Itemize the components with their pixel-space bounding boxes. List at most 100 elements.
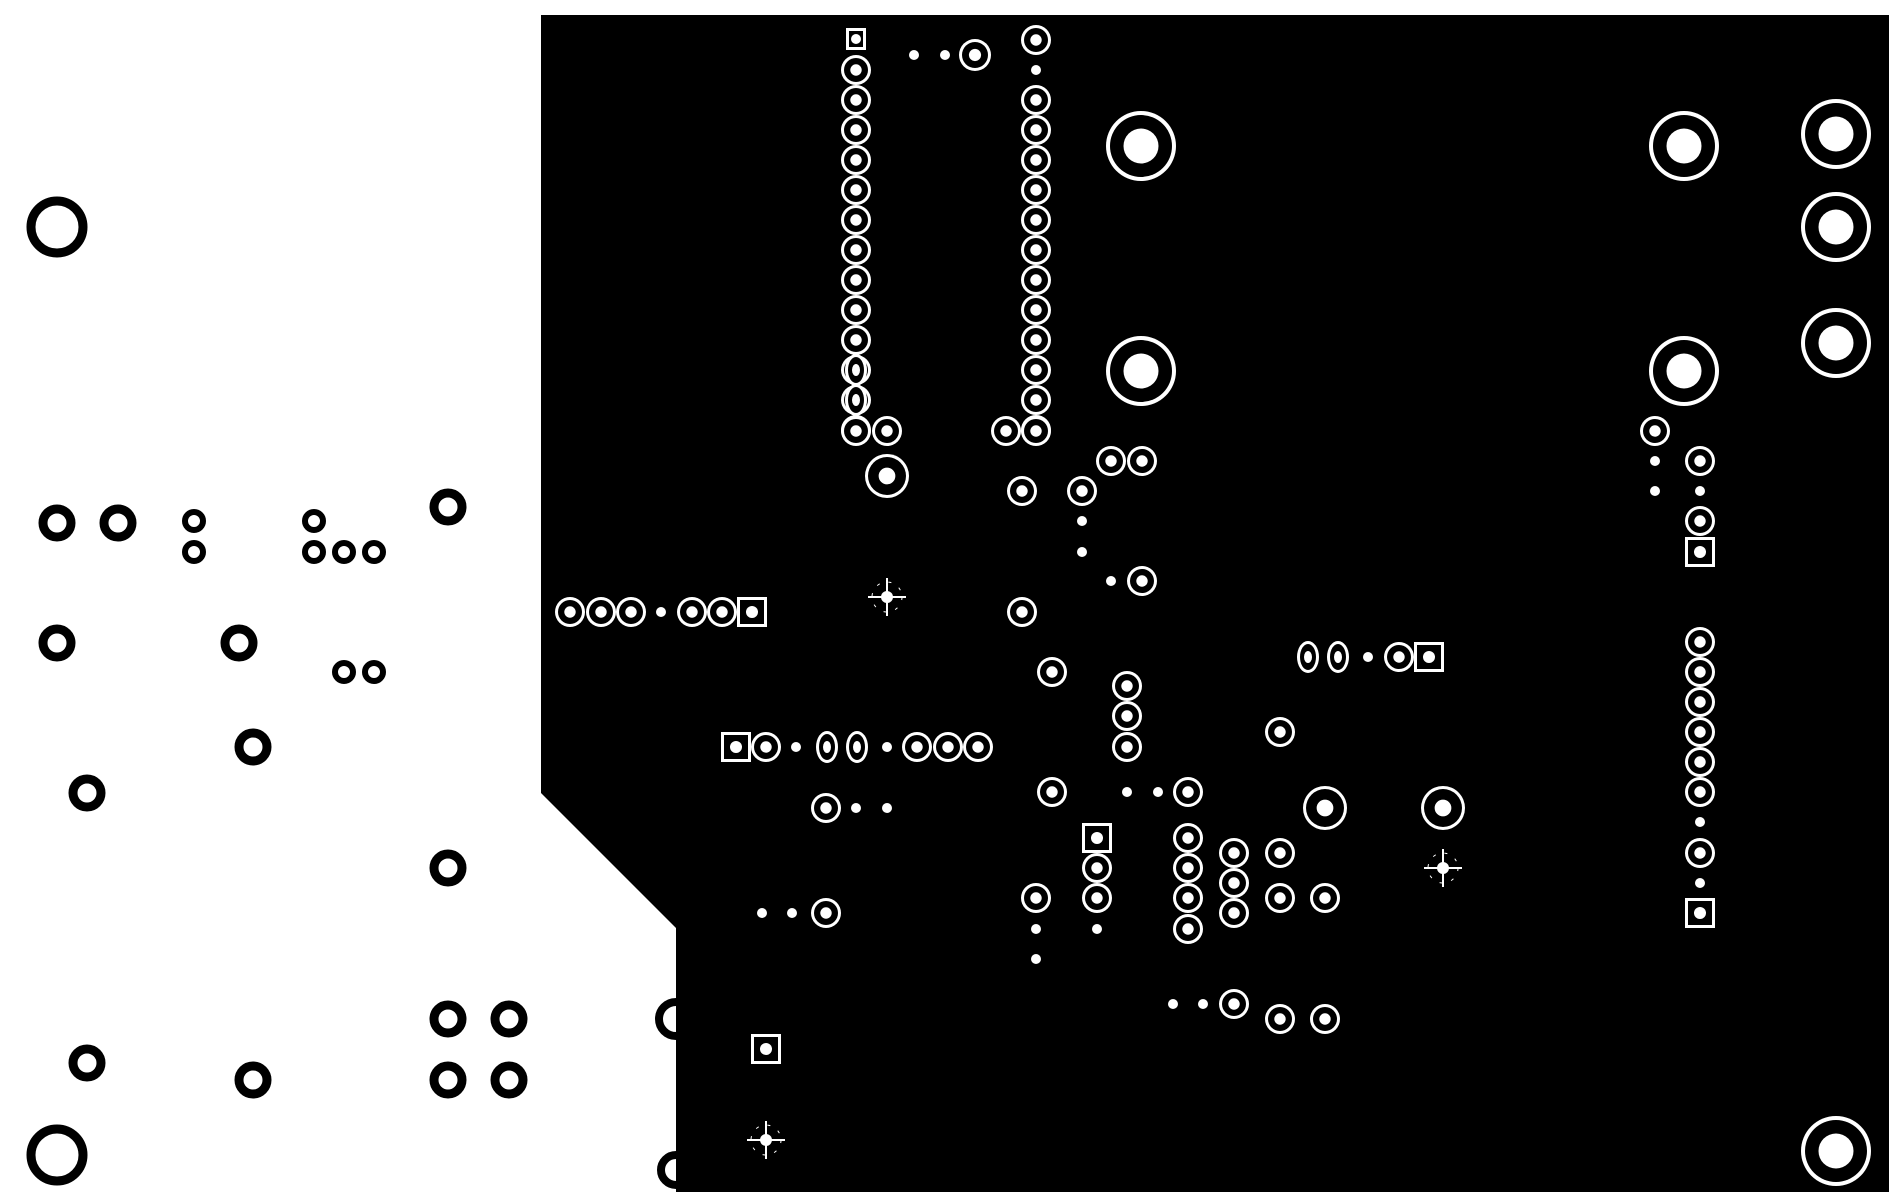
pad-drill bbox=[1030, 334, 1042, 346]
pad-drill bbox=[850, 94, 862, 106]
pad-drill bbox=[850, 244, 862, 256]
bare-pad bbox=[362, 540, 386, 564]
pad-drill bbox=[1274, 726, 1286, 738]
pad-drill bbox=[1121, 680, 1133, 692]
pad-drill bbox=[1694, 666, 1706, 678]
pad-drill bbox=[1228, 907, 1240, 919]
bare-pad bbox=[182, 509, 206, 533]
pad-drill bbox=[1076, 485, 1088, 497]
pad-drill bbox=[823, 741, 831, 753]
via bbox=[757, 908, 767, 918]
pad-drill bbox=[968, 48, 982, 62]
pad-drill bbox=[850, 154, 862, 166]
pad-drill bbox=[1694, 726, 1706, 738]
pad-drill bbox=[1649, 425, 1661, 437]
pad-drill bbox=[1694, 847, 1706, 859]
bare-pad bbox=[26, 1124, 88, 1186]
via bbox=[1077, 547, 1087, 557]
pad-drill bbox=[1121, 710, 1133, 722]
pad-drill bbox=[686, 606, 698, 618]
pad-drill bbox=[1182, 862, 1194, 874]
pad-drill bbox=[1182, 892, 1194, 904]
via bbox=[882, 742, 892, 752]
mounting-hole-drill bbox=[1123, 353, 1159, 389]
pad-drill bbox=[850, 64, 862, 76]
pad-drill bbox=[564, 606, 576, 618]
pad-drill bbox=[1182, 832, 1194, 844]
pad-drill bbox=[1016, 485, 1028, 497]
pad-drill bbox=[1304, 651, 1312, 663]
bare-pad bbox=[99, 504, 137, 542]
via bbox=[1031, 954, 1041, 964]
pad-drill bbox=[850, 124, 862, 136]
pad-drill bbox=[1091, 892, 1103, 904]
bare-pad bbox=[490, 1061, 528, 1099]
via bbox=[1695, 486, 1705, 496]
via bbox=[882, 803, 892, 813]
pad-drill bbox=[1694, 515, 1706, 527]
mounting-hole-drill bbox=[1818, 116, 1854, 152]
square-pad-drill bbox=[760, 1043, 772, 1055]
bare-pad bbox=[655, 998, 697, 1040]
via bbox=[1695, 817, 1705, 827]
mounting-hole-drill bbox=[1818, 325, 1854, 361]
bare-pad bbox=[68, 1044, 106, 1082]
via bbox=[1031, 924, 1041, 934]
pad-drill bbox=[850, 214, 862, 226]
pad-drill bbox=[1319, 1013, 1331, 1025]
via bbox=[1153, 787, 1163, 797]
pad-drill bbox=[1182, 786, 1194, 798]
via bbox=[1198, 999, 1208, 1009]
pad-drill bbox=[625, 606, 637, 618]
pad-drill bbox=[1694, 455, 1706, 467]
mounting-hole-drill bbox=[1818, 1133, 1854, 1169]
bare-pad bbox=[490, 1000, 528, 1038]
mounting-hole-drill bbox=[1818, 209, 1854, 245]
pad-drill bbox=[850, 304, 862, 316]
square-pad-drill bbox=[730, 741, 742, 753]
bare-pad bbox=[429, 1061, 467, 1099]
pad-drill bbox=[942, 741, 954, 753]
pad-drill bbox=[881, 425, 893, 437]
pad-drill bbox=[1434, 799, 1452, 817]
bare-pad bbox=[362, 660, 386, 684]
pad-drill bbox=[1121, 741, 1133, 753]
via bbox=[1106, 576, 1116, 586]
via bbox=[851, 34, 861, 44]
bare-pad bbox=[429, 849, 467, 887]
via bbox=[851, 803, 861, 813]
pad-drill bbox=[850, 334, 862, 346]
bare-pad bbox=[429, 488, 467, 526]
pad-drill bbox=[852, 394, 860, 406]
pad-drill bbox=[1319, 892, 1331, 904]
via bbox=[940, 50, 950, 60]
pad-drill bbox=[1030, 892, 1042, 904]
bare-pad bbox=[657, 1151, 695, 1189]
via bbox=[1122, 787, 1132, 797]
pad-drill bbox=[850, 425, 862, 437]
bare-pad bbox=[234, 1061, 272, 1099]
bare-pad bbox=[332, 540, 356, 564]
pad-drill bbox=[1046, 666, 1058, 678]
pad-drill bbox=[1316, 799, 1334, 817]
thermal-ring bbox=[1427, 852, 1459, 884]
mounting-hole-drill bbox=[1666, 128, 1702, 164]
via bbox=[909, 50, 919, 60]
via bbox=[1650, 486, 1660, 496]
pad-drill bbox=[1091, 862, 1103, 874]
via bbox=[1092, 924, 1102, 934]
pad-drill bbox=[850, 274, 862, 286]
mounting-hole-drill bbox=[1666, 353, 1702, 389]
pad-drill bbox=[1030, 214, 1042, 226]
square-pad-drill bbox=[746, 606, 758, 618]
pad-drill bbox=[1030, 244, 1042, 256]
pad-drill bbox=[1046, 786, 1058, 798]
pad-drill bbox=[1694, 636, 1706, 648]
pad-drill bbox=[1274, 847, 1286, 859]
bare-pad bbox=[38, 504, 76, 542]
via bbox=[791, 742, 801, 752]
thermal-spoke-v bbox=[765, 1121, 767, 1159]
via bbox=[1363, 652, 1373, 662]
thermal-ring bbox=[750, 1124, 782, 1156]
bare-pad bbox=[302, 509, 326, 533]
